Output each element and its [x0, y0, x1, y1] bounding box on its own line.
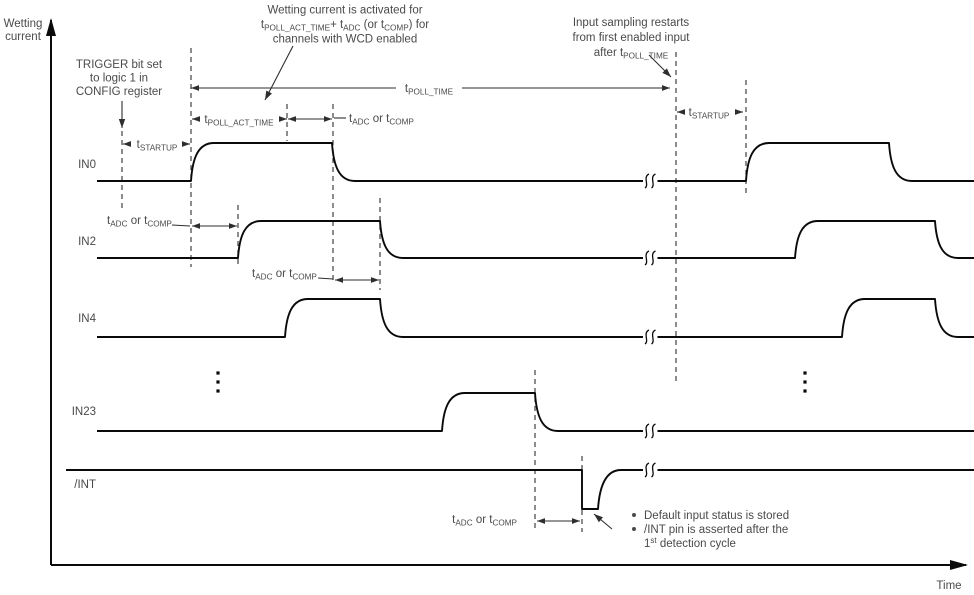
sampling-note-line: Input sampling restarts — [573, 17, 690, 29]
dim-label-tstartup-1: tSTARTUP — [137, 139, 178, 153]
break-squiggle — [644, 173, 650, 189]
int-note-line: Default input status is stored — [644, 510, 789, 522]
signal-label-in2: IN2 — [78, 236, 96, 248]
trigger-pointer-head — [118, 119, 126, 128]
ellipsis-dot — [803, 371, 807, 375]
tadc-in4-label: tADC or tCOMP — [252, 268, 317, 282]
trigger-note-line: CONFIG register — [76, 86, 162, 98]
tadc-in0-label: tADC or tCOMP — [349, 113, 414, 127]
dim-label-tstartup-2: tSTARTUP — [689, 107, 730, 121]
wetting-note-line: channels with WCD enabled — [273, 34, 417, 46]
waveform-in0 — [97, 142, 974, 182]
ellipsis-dot — [216, 371, 220, 375]
signal-label-in0: IN0 — [78, 159, 96, 171]
bullet-dot — [632, 513, 636, 517]
dim-arrowhead-left-tadc-in4 — [335, 277, 343, 283]
dim-label-tpoll-time: tPOLL_TIME — [405, 83, 454, 97]
dim-arrowhead-right-tadc-in0 — [324, 116, 332, 122]
dim-arrowhead-right-tpoll-time — [662, 85, 670, 91]
dim-arrowhead-left-tadc-in2 — [192, 223, 200, 229]
y-axis-label-line: Wetting — [4, 18, 43, 30]
break-gap — [643, 334, 658, 340]
break-squiggle — [651, 423, 656, 439]
trigger-note-line: TRIGGER bit set — [76, 59, 163, 71]
break-gap — [643, 467, 658, 473]
break-squiggle — [644, 423, 650, 439]
int-note-line: /INT pin is asserted after the — [644, 524, 788, 536]
bullet-dot — [632, 527, 636, 531]
break-gap — [643, 428, 658, 434]
tadc-int-label: tADC or tCOMP — [452, 514, 517, 528]
trigger-note-line: to logic 1 in — [90, 73, 148, 85]
dim-arrowhead-right-tstartup-1 — [182, 141, 190, 147]
tadc-in2-label: tADC or tCOMP — [107, 215, 172, 229]
ellipsis-dot — [216, 389, 220, 393]
break-squiggle — [651, 250, 656, 266]
int-pointer-head — [594, 514, 603, 523]
dim-arrowhead-left-tstartup-2 — [677, 109, 685, 115]
waveform-in2 — [97, 220, 974, 259]
waveform-int — [66, 469, 974, 510]
break-squiggle — [651, 329, 656, 345]
x-axis-arrowhead — [950, 560, 968, 570]
sampling-note-line: from first enabled input — [573, 32, 691, 44]
dim-arrowhead-right-tpoll-act-time — [279, 116, 287, 122]
waveform-in23 — [97, 392, 974, 432]
ellipsis-dot — [803, 380, 807, 384]
signal-label-in4: IN4 — [78, 313, 97, 325]
wetting-pointer-head — [265, 90, 272, 100]
x-axis-label: Time — [936, 580, 961, 592]
dim-arrowhead-left-tpoll-act-time — [192, 116, 200, 122]
dim-arrowhead-left-tadc-in0 — [288, 116, 296, 122]
int-note-line: 1st detection cycle — [644, 536, 736, 550]
label-leader-line — [171, 224, 191, 227]
dim-arrowhead-right-tadc-in2 — [229, 223, 237, 229]
y-axis-label-line: current — [5, 31, 42, 43]
break-squiggle — [644, 250, 650, 266]
break-squiggle — [651, 173, 656, 189]
sampling-pointer-head — [662, 68, 671, 77]
wetting-pointer — [264, 45, 294, 101]
wetting-note-line: Wetting current is activated for — [267, 5, 422, 17]
break-gap — [643, 178, 658, 184]
break-squiggle — [644, 329, 650, 345]
ellipsis-dot — [803, 389, 807, 393]
signal-label-in23: IN23 — [72, 406, 96, 418]
dim-arrowhead-right-tadc-int — [572, 518, 580, 524]
dim-arrowhead-left-tadc-int — [537, 518, 545, 524]
label-leader-line — [317, 277, 334, 280]
dim-label-tpoll-act-time: tPOLL_ACT_TIME — [204, 114, 274, 128]
break-gap — [643, 255, 658, 261]
waveform-in4 — [97, 298, 974, 338]
y-axis-arrowhead — [46, 18, 56, 36]
ellipsis-dot — [216, 380, 220, 384]
signal-label-int: /INT — [74, 479, 96, 491]
dim-arrowhead-left-tstartup-1 — [123, 141, 131, 147]
wetting-note-line: tPOLL_ACT_TIME+ tADC (or tCOMP) for — [261, 19, 429, 33]
break-squiggle — [651, 462, 656, 478]
break-squiggle — [644, 462, 650, 478]
dim-arrowhead-right-tadc-in4 — [371, 277, 379, 283]
dim-arrowhead-right-tstartup-2 — [735, 109, 743, 115]
dim-arrowhead-left-tpoll-time — [191, 85, 199, 91]
sampling-note-line: after tPOLL_TIME — [594, 47, 669, 61]
